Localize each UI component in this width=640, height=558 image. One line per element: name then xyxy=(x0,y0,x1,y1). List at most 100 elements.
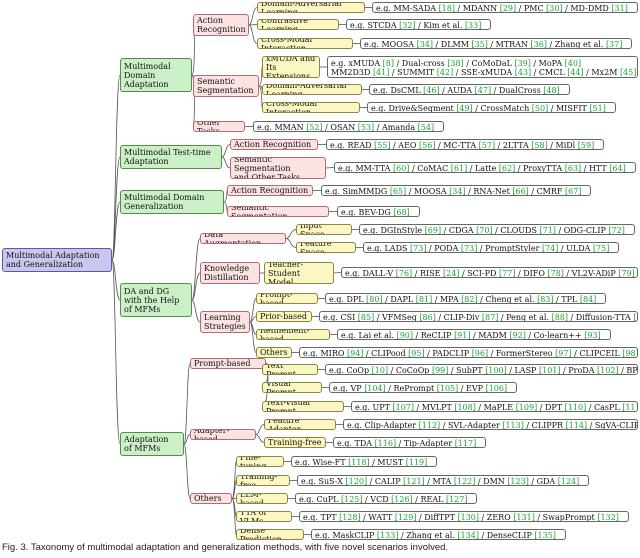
citation: [119] xyxy=(405,458,428,467)
citation: [88] xyxy=(551,313,568,322)
connector-line xyxy=(249,298,257,323)
branch-node: Adaptation of MFMs xyxy=(120,432,184,456)
method-names: e.g. DPL xyxy=(329,295,367,304)
method-names: e.g. Clip-Adapter xyxy=(347,421,419,430)
method-names: e.g. UPT xyxy=(355,403,393,412)
citation: [76] xyxy=(395,269,413,278)
connector-line xyxy=(191,272,201,301)
method-names: / SgVA-CLIP xyxy=(587,421,638,430)
citation: [131] xyxy=(513,513,535,522)
citation: [81] xyxy=(415,295,433,304)
method-names: e.g. MaskCLIP xyxy=(315,531,377,540)
citation: [45] xyxy=(619,68,637,77)
citation: [56] xyxy=(419,141,436,150)
example-methods-box: e.g. TPT [128] / WATT [129] / DiffTPT [1… xyxy=(299,511,629,522)
example-methods-box: e.g. MaskCLIP [133] / Zhang et al. [134]… xyxy=(311,529,566,540)
example-methods-box: e.g. LADS [73] / PODA [73] / PromptStyle… xyxy=(363,242,619,253)
connector-line xyxy=(255,434,265,443)
citation: [109] xyxy=(515,403,538,412)
subcategory-node: Feature Adapter xyxy=(264,419,336,430)
citation: [58] xyxy=(531,141,548,150)
citation: [74] xyxy=(541,244,559,253)
example-methods-box: e.g. UPT [107] / MVLPT [108] / MaPLE [10… xyxy=(351,401,638,412)
example-methods-box: e.g. Wise-FT [118] / MUST [119] xyxy=(291,456,437,467)
method-names: / CasPL xyxy=(586,403,623,412)
category-node: Action Recognition xyxy=(193,14,249,36)
citation: [133] xyxy=(376,531,399,540)
citation: [18] xyxy=(438,4,455,13)
citation: [55] xyxy=(374,141,391,150)
category-node: Prompt-based xyxy=(190,358,266,369)
connector-line xyxy=(249,321,257,353)
branch-node: Multimodal Domain Generalization xyxy=(120,190,224,214)
method-names: / Diffusion-TTA xyxy=(568,313,634,322)
citation: [94] xyxy=(346,349,364,358)
citation: [111] xyxy=(622,403,637,412)
method-names: / PromptStyler xyxy=(477,244,542,253)
method-names: / CoCoOp xyxy=(388,366,432,375)
citation: [75] xyxy=(592,244,610,253)
method-names: / DualCross xyxy=(491,86,544,95)
example-methods-box: e.g. DsCML [46] / AUDA [47] / DualCross … xyxy=(369,84,570,95)
branch-node: DA and DG with the Help of MFMs xyxy=(120,283,192,317)
taxonomy-tree: Multimodal Adaptation and Generalization… xyxy=(2,2,638,540)
connector-line xyxy=(183,434,191,445)
method-names: / Amanda xyxy=(374,123,418,132)
method-names: / 2LTTA xyxy=(495,141,532,150)
citation: [43] xyxy=(514,68,532,77)
method-names: / Latte xyxy=(467,164,499,173)
subcategory-node: Domain-Adversarial Learning xyxy=(257,2,365,13)
method-names: / ProxyTTA xyxy=(515,164,565,173)
citation: [40] xyxy=(564,59,582,68)
method-names: / SwapPrompt xyxy=(534,513,598,522)
subcategory-node: Domain-Adversarial Learning xyxy=(262,84,362,95)
citation: [129] xyxy=(394,513,417,522)
method-names: / AEO xyxy=(390,141,420,150)
citation: [62] xyxy=(498,164,516,173)
subcategory-node: Dense Prediction xyxy=(236,529,304,540)
citation: [83] xyxy=(537,295,554,304)
citation: [134] xyxy=(457,531,479,540)
method-names: / CMRF xyxy=(528,187,565,196)
category-node: Learning Strategies xyxy=(200,311,250,333)
method-names: e.g. TDA xyxy=(337,439,375,448)
category-node: Semantic Segmentation xyxy=(193,75,259,97)
citation: [132] xyxy=(597,513,619,522)
connector-line xyxy=(333,272,342,274)
citation: [86] xyxy=(419,313,436,322)
example-methods-box: e.g. STCDA [32] / Kim et al. [33] xyxy=(346,19,491,30)
method-names: / MTRAN xyxy=(487,40,531,49)
method-names: / GDA xyxy=(528,477,558,486)
method-names: e.g. LADS xyxy=(367,244,411,253)
citation: [106] xyxy=(485,384,508,393)
example-methods-box: e.g. MOOSA [34] / DLMM [35] / MTRAN [36]… xyxy=(360,38,632,49)
citation: [102] xyxy=(597,366,619,375)
method-names: e.g. VP xyxy=(333,384,365,393)
citation: [49] xyxy=(456,104,473,113)
citation: [53] xyxy=(357,123,375,132)
method-names: e.g. DsCML xyxy=(373,86,424,95)
connector-line xyxy=(223,190,228,203)
method-names: / VCD xyxy=(362,495,392,504)
citation: [112] xyxy=(418,421,441,430)
example-methods-box: e.g. BEV-DG [68] xyxy=(337,206,420,217)
method-names: / LASP xyxy=(506,366,539,375)
method-names: / MD-DMD xyxy=(562,4,612,13)
method-names: / SCI-PD xyxy=(459,269,500,278)
method-names: / DAPL xyxy=(382,295,416,304)
connector-line xyxy=(285,229,297,239)
method-names: e.g. DALL-V xyxy=(345,269,396,278)
method-names: MM2D3D xyxy=(331,68,371,77)
example-methods-box: e.g. xMUDA [8] / Dual-cross [38] / CoMoD… xyxy=(327,56,638,78)
citation: [87] xyxy=(481,313,499,322)
category-node: Action Recognition xyxy=(230,139,318,150)
citation: [93] xyxy=(584,331,601,340)
connector-line xyxy=(111,259,121,445)
method-names: e.g. TPT xyxy=(303,513,340,522)
method-names: e.g. SimMMDG xyxy=(325,187,390,196)
connector-line xyxy=(248,24,258,26)
method-names: e.g. Wise-FT xyxy=(295,458,349,467)
connector-line xyxy=(258,66,263,87)
citation: [79] xyxy=(618,269,635,278)
category-node: Adapter-based xyxy=(190,429,256,440)
